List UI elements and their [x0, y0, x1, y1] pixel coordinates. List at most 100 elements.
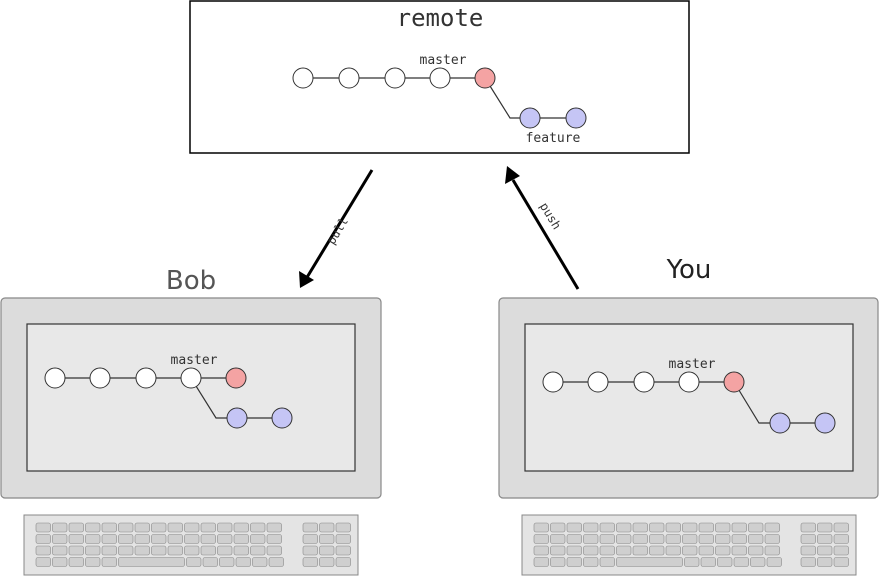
keyboard-key	[35, 545, 51, 556]
remote-repository: remote master feature	[189, 0, 690, 154]
keyboard-key	[616, 534, 632, 544]
keyboard-key	[319, 557, 335, 567]
keyboard-key	[748, 522, 764, 533]
keyboard-key	[250, 522, 266, 533]
push-arrow: push	[505, 166, 580, 290]
keyboard-key	[250, 534, 266, 544]
keyboard-key	[35, 522, 51, 533]
keyboard-key	[682, 522, 698, 533]
keyboard-key	[616, 522, 632, 533]
keyboard-key	[35, 534, 51, 544]
keyboard-key	[833, 522, 849, 533]
keyboard-key	[649, 545, 665, 556]
branch-label-master: master	[420, 53, 467, 68]
you-computer: You master	[498, 255, 879, 576]
keyboard-key	[665, 522, 681, 533]
bob-screen	[26, 323, 356, 472]
keyboard-key	[566, 545, 582, 556]
keyboard-key	[302, 557, 318, 567]
keyboard-key	[533, 522, 549, 533]
keyboard-key	[134, 534, 150, 544]
keyboard-key	[217, 522, 233, 533]
keyboard-key	[733, 557, 749, 567]
commit-node-feature	[565, 107, 587, 129]
keyboard-key	[764, 545, 780, 556]
keyboard-key	[250, 545, 266, 556]
you-commit-graph: master	[542, 357, 836, 434]
keyboard-key	[731, 522, 747, 533]
keyboard-key	[550, 522, 566, 533]
keyboard-key	[748, 545, 764, 556]
keyboard-key	[184, 545, 200, 556]
keyboard-key	[151, 522, 167, 533]
keyboard-key	[550, 557, 566, 567]
commit-node	[429, 67, 451, 89]
keyboard-key	[68, 534, 84, 544]
commit-node	[587, 371, 609, 393]
keyboard-key	[118, 522, 134, 533]
keyboard-key	[335, 545, 351, 556]
keyboard-key	[649, 534, 665, 544]
keyboard-key	[184, 522, 200, 533]
keyboard-key	[665, 534, 681, 544]
keyboard-key	[698, 534, 714, 544]
commit-node	[135, 367, 157, 389]
keyboard-key	[632, 522, 648, 533]
keyboard-key	[800, 545, 816, 556]
keyboard-key	[649, 522, 665, 533]
remote-title: remote	[397, 4, 484, 32]
keyboard-key	[118, 534, 134, 544]
keyboard-key	[118, 545, 134, 556]
keyboard-key	[167, 534, 183, 544]
keyboard-key	[85, 545, 101, 556]
keyboard-spacebar	[616, 557, 683, 567]
keyboard-key	[566, 557, 582, 567]
keyboard-key	[731, 545, 747, 556]
keyboard-spacebar	[118, 557, 185, 567]
keyboard-key	[184, 534, 200, 544]
commit-node-head	[723, 371, 745, 393]
keyboard-key	[302, 534, 318, 544]
keyboard-key	[748, 534, 764, 544]
commit-node	[678, 371, 700, 393]
keyboard-key	[52, 545, 68, 556]
bob-commit-graph: master	[44, 353, 293, 429]
commit-node-head	[225, 367, 247, 389]
keyboard-key	[52, 534, 68, 544]
you-name: You	[666, 255, 712, 285]
keyboard-key	[599, 557, 615, 567]
commit-node	[44, 367, 66, 389]
keyboard-key	[335, 522, 351, 533]
keyboard-key	[186, 557, 202, 567]
keyboard-key	[200, 534, 216, 544]
keyboard-key	[319, 534, 335, 544]
keyboard-key	[85, 557, 101, 567]
keyboard-key	[599, 522, 615, 533]
keyboard-key	[200, 545, 216, 556]
keyboard-key	[200, 522, 216, 533]
commit-node	[89, 367, 111, 389]
keyboard-key	[599, 534, 615, 544]
keyboard-key	[533, 545, 549, 556]
commit-node	[292, 67, 314, 89]
keyboard-key	[151, 545, 167, 556]
keyboard-key	[266, 522, 282, 533]
keyboard-key	[319, 522, 335, 533]
keyboard-key	[698, 545, 714, 556]
keyboard-key	[616, 545, 632, 556]
keyboard-key	[85, 522, 101, 533]
keyboard-key	[817, 522, 833, 533]
keyboard-key	[68, 522, 84, 533]
commit-node	[384, 67, 406, 89]
keyboard-key	[800, 522, 816, 533]
pull-label: pull	[324, 215, 351, 247]
keyboard-key	[151, 534, 167, 544]
keyboard-key	[233, 545, 249, 556]
keyboard-key	[682, 545, 698, 556]
keyboard-key	[302, 522, 318, 533]
keyboard-key	[101, 534, 117, 544]
keyboard-key	[833, 545, 849, 556]
keyboard-key	[764, 522, 780, 533]
keyboard-key	[252, 557, 268, 567]
